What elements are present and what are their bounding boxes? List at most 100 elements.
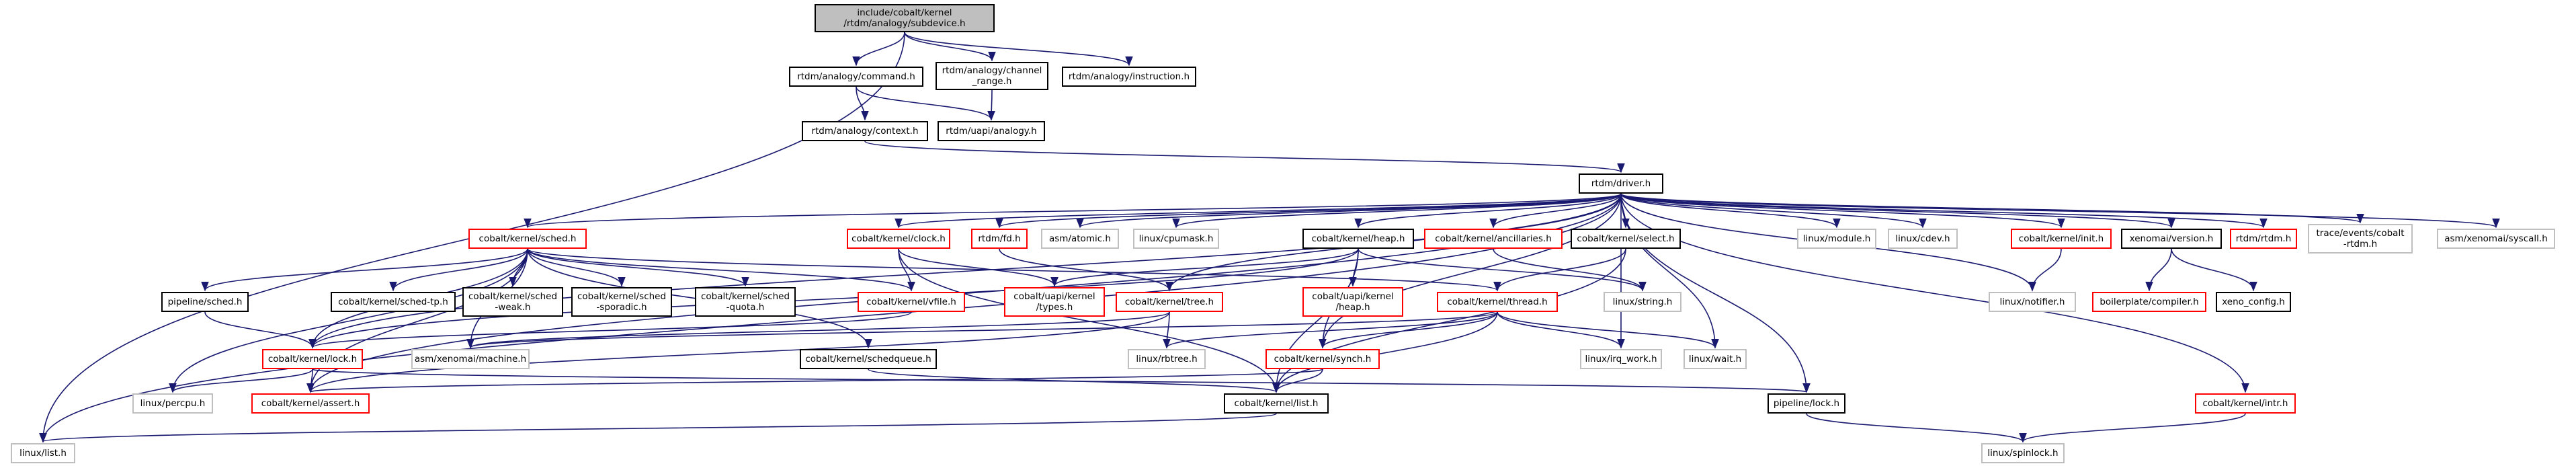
edge-driver-to-ancillaries [1489,193,1622,229]
node-clock[interactable]: cobalt/kernel/clock.h [847,229,950,249]
edge-heap-to-uapi-types [1050,248,1359,287]
node-boilerplate-compiler[interactable]: boilerplate/compiler.h [2092,292,2206,312]
edge-driver-to-sched [524,193,1622,229]
node-sched-sporadic[interactable]: cobalt/kernel/sched -sporadic.h [571,287,672,317]
node-sched[interactable]: cobalt/kernel/sched.h [468,229,587,249]
edge-sched-to-sched-tp [389,248,528,292]
node-synch[interactable]: cobalt/kernel/synch.h [1265,349,1380,369]
edge-root-to-command [852,32,905,67]
edge-thread-to-rbtree [1163,311,1498,349]
edge-lock-to-percpu [169,368,313,393]
node-linux-list: linux/list.h [11,443,75,463]
edge-driver-to-asm-atomic [1076,193,1622,229]
edge-ancillaries-to-linux-string [1493,248,1647,292]
edge-synch-to-k-list [1272,368,1323,393]
edge-xenomai-version-to-boilerplate-compiler [2145,248,2172,292]
node-root[interactable]: include/cobalt/kernel /rtdm/analogy/subd… [815,4,995,32]
edge-thread-to-linux-wait [1497,311,1719,349]
edge-sched-to-vfile [527,248,915,292]
edge-driver-to-lock [308,193,1622,349]
node-pipeline-lock[interactable]: pipeline/lock.h [1768,393,1845,414]
node-pipeline-sched[interactable]: pipeline/sched.h [161,292,249,312]
node-linux-notifier: linux/notifier.h [1989,292,2076,312]
edge-select-to-thread [1493,248,1626,292]
node-cpumask: linux/cpumask.h [1133,229,1219,249]
node-sched-tp[interactable]: cobalt/kernel/sched-tp.h [331,292,456,312]
node-xenomai-version[interactable]: xenomai/version.h [2121,229,2222,249]
edge-driver-to-synch [1319,193,1622,349]
edge-driver-to-clock [895,193,1622,229]
node-k-init[interactable]: cobalt/kernel/init.h [2011,229,2112,249]
node-channel-range[interactable]: rtdm/analogy/channel _range.h [936,62,1048,90]
edge-k-init-to-linux-notifier [2028,248,2062,292]
node-command[interactable]: rtdm/analogy/command.h [789,67,923,87]
node-k-list[interactable]: cobalt/kernel/list.h [1224,393,1329,414]
edge-driver-to-rtdm-rtdm [1620,193,2268,229]
edge-driver-to-xenomai-version [1620,193,2175,229]
node-k-intr[interactable]: cobalt/kernel/intr.h [2195,393,2296,414]
edge-pipeline-lock-to-spinlock [1806,413,2027,443]
node-linux-wait: linux/wait.h [1684,349,1747,369]
node-driver[interactable]: rtdm/driver.h [1579,173,1663,194]
node-trace-events: trace/events/cobalt -rtdm.h [2308,224,2413,254]
node-percpu: linux/percpu.h [132,393,213,414]
node-asm-machine: asm/xenomai/machine.h [411,349,530,369]
edge-schedqueue-to-k-list [868,368,1280,393]
node-irq-work: linux/irq_work.h [1580,349,1662,369]
edge-k-list-to-linux-list [40,413,1277,443]
edge-heap-to-linux-string [1358,248,1647,292]
edge-command-to-context [856,86,869,121]
edge-sched-to-thread [527,248,1501,292]
node-ancillaries[interactable]: cobalt/kernel/ancillaries.h [1424,229,1563,249]
node-tree[interactable]: cobalt/kernel/tree.h [1116,292,1223,312]
node-heap[interactable]: cobalt/kernel/heap.h [1302,229,1414,249]
edge-heap-to-lock [308,248,1359,349]
edge-driver-to-k-init [1620,193,2065,229]
node-rtdm-fd[interactable]: rtdm/fd.h [971,229,1028,249]
edge-command-to-uapi-analogy [856,86,995,121]
edge-sched-to-sched-sporadic [527,248,626,287]
edge-select-to-k-list [1272,248,1626,393]
node-xeno-config[interactable]: xeno_config.h [2216,292,2291,312]
node-asm-atomic: asm/atomic.h [1041,229,1119,249]
node-sched-weak[interactable]: cobalt/kernel/sched -weak.h [462,287,563,317]
node-rbtree: linux/rbtree.h [1128,349,1206,369]
node-uapi-types[interactable]: cobalt/uapi/kernel /types.h [1004,287,1105,317]
edge-sched-to-pipeline-sched [201,248,528,292]
edge-pipeline-sched-to-lock [204,311,317,349]
node-schedqueue[interactable]: cobalt/kernel/schedqueue.h [800,349,937,369]
node-k-assert[interactable]: cobalt/kernel/assert.h [251,393,370,414]
edge-xenomai-version-to-xeno-config [2171,248,2257,292]
edge-driver-to-module [1620,193,1841,229]
edge-root-to-channel-range [904,32,996,62]
edge-context-to-driver [864,141,1625,173]
node-cdev: linux/cdev.h [1888,229,1958,249]
edge-tree-to-asm-machine [466,311,1170,349]
node-sched-quota[interactable]: cobalt/kernel/sched -quota.h [695,287,796,317]
node-select[interactable]: cobalt/kernel/select.h [1571,229,1681,249]
node-instruction[interactable]: rtdm/analogy/instruction.h [1062,67,1196,87]
edge-driver-to-cpumask [1172,193,1622,229]
node-uapi-heap[interactable]: cobalt/uapi/kernel /heap.h [1302,287,1403,317]
edge-k-intr-to-spinlock [2019,413,2246,443]
node-rtdm-rtdm[interactable]: rtdm/rtdm.h [2230,229,2297,249]
node-thread[interactable]: cobalt/kernel/thread.h [1437,292,1558,312]
node-vfile[interactable]: cobalt/kernel/vfile.h [858,292,965,312]
edge-sched-to-sched-quota [527,248,749,287]
edge-channel-range-to-uapi-analogy [987,89,995,121]
edge-driver-to-linux-wait [1620,193,1719,349]
edge-thread-to-synch [1319,311,1498,349]
edge-driver-to-asm-syscall [1620,193,2500,229]
edge-clock-to-uapi-types [898,248,1058,287]
node-uapi-analogy[interactable]: rtdm/uapi/analogy.h [938,121,1045,141]
node-lock[interactable]: cobalt/kernel/lock.h [262,349,363,369]
edge-vfile-to-lock [308,311,912,349]
edge-rtdm-fd-to-tree [999,248,1173,292]
node-context[interactable]: rtdm/analogy/context.h [802,121,928,141]
edge-thread-to-irq-work [1497,311,1625,349]
edge-clock-to-k-list [898,248,1280,393]
node-spinlock: linux/spinlock.h [1981,443,2065,463]
edge-thread-to-k-list [1272,311,1498,393]
